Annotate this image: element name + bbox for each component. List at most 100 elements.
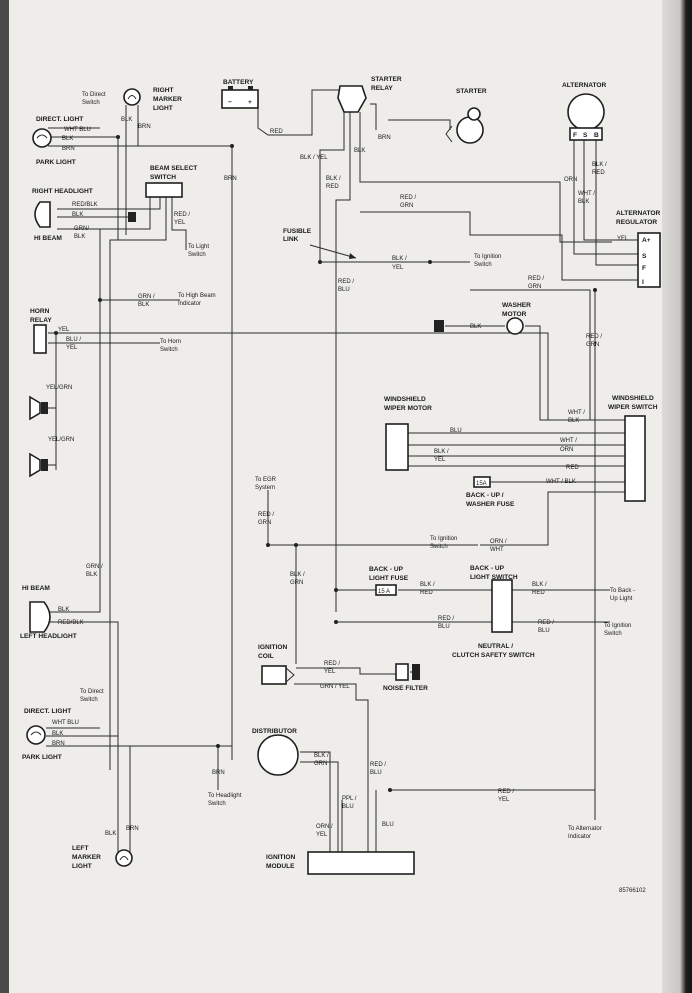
label-left-marker-2: MARKER bbox=[72, 854, 101, 861]
junction bbox=[428, 260, 432, 264]
junction bbox=[318, 260, 322, 264]
wire-dist-blk-grn bbox=[300, 751, 331, 852]
wire-label: BLK bbox=[121, 117, 132, 123]
wire-label: GRN / YEL bbox=[320, 684, 350, 690]
note-egr-2: System bbox=[255, 485, 275, 491]
label-neutral-2: CLUTCH SAFETY SWITCH bbox=[452, 652, 535, 659]
wire-label: BRN bbox=[378, 135, 391, 141]
alt-terminal-b: B bbox=[594, 132, 599, 139]
label-beam-select-2: SWITCH bbox=[150, 174, 176, 181]
label-fusible-1: FUSIBLE bbox=[283, 228, 312, 235]
wire-label: RED bbox=[326, 184, 339, 190]
wire-relay-blk-yel bbox=[319, 112, 345, 260]
wire-label: BLU / bbox=[66, 337, 81, 343]
wire-label: RED / bbox=[174, 212, 190, 218]
battery-terminal-pos: + bbox=[248, 99, 252, 106]
wire-label: BLK bbox=[470, 324, 481, 330]
junction bbox=[334, 620, 338, 624]
wire-label: BLK bbox=[72, 212, 83, 218]
note-ign-switch-3b: Switch bbox=[604, 631, 622, 637]
right-headlight-symbol bbox=[34, 201, 136, 228]
wire-label: RED / bbox=[538, 620, 554, 626]
label-right-marker-3: LIGHT bbox=[153, 105, 173, 112]
wire-label: BLK bbox=[568, 418, 579, 424]
wire-label: BRN bbox=[212, 770, 225, 776]
page-edge-shadow bbox=[662, 0, 692, 993]
wire-label: RED/BLK bbox=[58, 620, 84, 626]
left-marker-light-symbol bbox=[115, 849, 133, 867]
wire-label: YEL bbox=[498, 797, 510, 803]
wire-label: GRN bbox=[290, 580, 303, 586]
wire-red-grn-1 bbox=[360, 211, 638, 281]
wire-label: BLK bbox=[62, 136, 73, 142]
wire-bs-brn bbox=[109, 197, 167, 770]
label-distributor: DISTRIBUTOR bbox=[252, 728, 297, 735]
wire-label: WHT / BLK bbox=[546, 479, 576, 485]
wire-alt-s bbox=[583, 138, 638, 241]
label-right-marker-2: MARKER bbox=[153, 96, 182, 103]
reg-terminal-a: A+ bbox=[642, 237, 651, 244]
label-wiper-motor-1: WINDSHIELD bbox=[384, 396, 426, 403]
fusible-link-symbol bbox=[309, 244, 357, 259]
wire-label: BLK bbox=[354, 148, 365, 154]
beam-select-switch-symbol bbox=[145, 182, 183, 198]
wire-label: BLK bbox=[52, 731, 63, 737]
wire-label: BLU bbox=[450, 428, 462, 434]
wire-coil-red-yel bbox=[296, 667, 396, 675]
wire-label: BLU bbox=[538, 628, 550, 634]
wire-label: BLU bbox=[382, 822, 394, 828]
wire-label: YEL bbox=[316, 832, 328, 838]
note-direct-switch-r-2: Switch bbox=[82, 100, 100, 106]
note-ign-switch-1a: To Ignition bbox=[474, 254, 501, 260]
wire-label: WHT BLU bbox=[64, 127, 91, 133]
figure-id: 85766102 bbox=[619, 888, 646, 894]
wire-label: BLK / YEL bbox=[300, 155, 328, 161]
battery-symbol bbox=[221, 86, 259, 109]
wire-ws-orn-wht bbox=[480, 491, 625, 546]
wire-label: BLU bbox=[338, 287, 350, 293]
wire-label: ORN bbox=[560, 447, 573, 453]
wire-hl-red-blk bbox=[57, 197, 161, 210]
label-direct-light-l: DIRECT. LIGHT bbox=[24, 708, 71, 715]
wire-washer-blk bbox=[445, 325, 625, 421]
note-backup-light-1: To Back - bbox=[610, 588, 635, 594]
wire-label: YEL bbox=[66, 345, 78, 351]
label-ign-module-2: MODULE bbox=[266, 863, 295, 870]
terminal-labels: F S B A+ S F I − + 15A 15 A bbox=[228, 99, 651, 595]
note-direct-switch-l-1: To Direct bbox=[80, 689, 104, 695]
junction bbox=[334, 588, 338, 592]
wire-label: YEL/GRN bbox=[48, 437, 74, 443]
wire-label: RED bbox=[532, 590, 545, 596]
noise-filter-symbol bbox=[395, 663, 420, 681]
label-alt-regulator-1: ALTERNATOR bbox=[616, 210, 661, 217]
starter-relay-symbol bbox=[337, 85, 367, 113]
wire-lh-red-blk bbox=[46, 621, 119, 740]
left-headlight-symbol bbox=[29, 601, 51, 633]
junction bbox=[98, 298, 102, 302]
wire-label: WHT / bbox=[578, 191, 595, 197]
junction bbox=[388, 788, 392, 792]
washer-fuse-symbol bbox=[473, 476, 491, 488]
wire-label: YEL bbox=[174, 220, 186, 226]
label-wiper-switch-1: WINDSHIELD bbox=[612, 395, 654, 402]
wire-network bbox=[46, 89, 638, 860]
wire-coil-grn-yel bbox=[294, 683, 369, 852]
wire-alt-b bbox=[595, 138, 638, 266]
component-labels: DIRECT. LIGHT PARK LIGHT RIGHT MARKER LI… bbox=[20, 76, 661, 894]
wire-label: RED / bbox=[438, 616, 454, 622]
label-ign-module-1: IGNITION bbox=[266, 854, 296, 861]
wire-left-brn bbox=[46, 745, 233, 760]
wire-label: BLK / bbox=[532, 582, 547, 588]
wire-label: PPL / bbox=[342, 796, 357, 802]
label-starter-relay-2: RELAY bbox=[371, 85, 393, 92]
label-ign-coil-1: IGNITION bbox=[258, 644, 288, 651]
wire-label: GRN/ bbox=[74, 226, 89, 232]
label-beam-select-1: BEAM SELECT bbox=[150, 165, 197, 172]
alternator-symbol bbox=[567, 93, 605, 141]
wire-horn-yel bbox=[48, 332, 549, 420]
label-washer-motor-2: MOTOR bbox=[502, 311, 527, 318]
wire-label: WHT BLU bbox=[52, 720, 79, 726]
label-direct-light-r: DIRECT. LIGHT bbox=[36, 116, 83, 123]
